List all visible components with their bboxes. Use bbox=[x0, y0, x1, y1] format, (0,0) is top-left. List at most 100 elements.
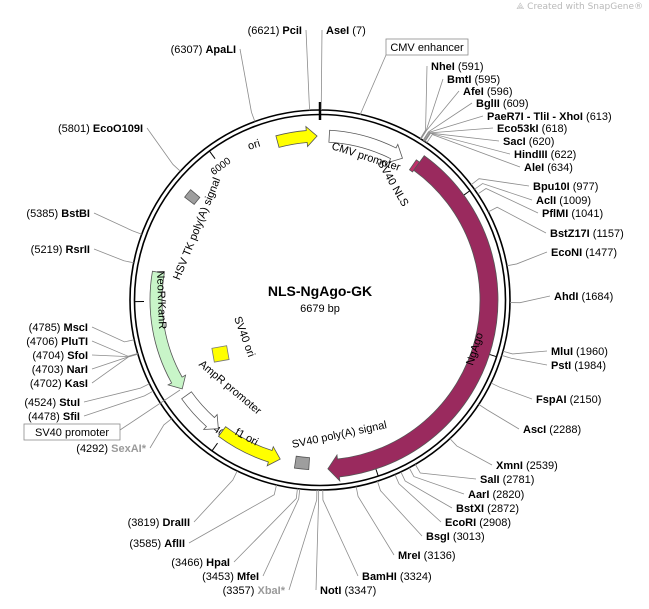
site-draiii[interactable]: (3819) DraIII bbox=[128, 471, 238, 529]
site-position: (2908) bbox=[476, 517, 511, 529]
site-mrei[interactable]: MreI (3136) bbox=[356, 487, 455, 562]
site-position: (3819) bbox=[128, 517, 163, 529]
site-label: (3453) MfeI bbox=[202, 571, 259, 583]
site-name: NarI bbox=[67, 364, 88, 376]
site-asei[interactable]: AseI (7) bbox=[321, 25, 365, 110]
site-leader bbox=[395, 475, 441, 522]
site-leader bbox=[84, 391, 153, 416]
site-name: PflMI bbox=[542, 208, 568, 220]
tick-6000 bbox=[210, 151, 215, 158]
site-label: (5219) RsrII bbox=[31, 244, 90, 256]
site-fspai[interactable]: FspAI (2150) bbox=[491, 383, 601, 406]
site-position: (6621) bbox=[248, 25, 283, 37]
site-position: (4785) bbox=[29, 322, 64, 334]
tick-4000 bbox=[212, 443, 217, 450]
site-name: FspAI bbox=[536, 394, 567, 406]
site-bamhi[interactable]: BamHI (3324) bbox=[323, 490, 432, 583]
site-label: NotI (3347) bbox=[320, 585, 376, 597]
site-leader bbox=[507, 252, 547, 266]
site-name: NheI bbox=[431, 61, 455, 73]
site-leader bbox=[92, 341, 138, 356]
site-position: (2539) bbox=[523, 460, 558, 472]
site-name: XmnI bbox=[496, 460, 523, 472]
site-label: BstZ17I (1157) bbox=[550, 228, 624, 240]
site-position: (6307) bbox=[171, 44, 206, 56]
site-label: (4785) MscI bbox=[29, 322, 88, 334]
site-label: AseI (7) bbox=[326, 25, 366, 37]
site-label: PstI (1984) bbox=[551, 360, 606, 372]
site-position: (3357) bbox=[223, 585, 258, 597]
site-sfoi[interactable]: (4704) SfoI bbox=[32, 350, 137, 362]
site-label: EcoRI (2908) bbox=[445, 517, 511, 529]
site-label: (4702) KasI bbox=[30, 378, 88, 390]
site-name: XbaI* bbox=[257, 585, 285, 597]
site-rsrii[interactable]: (5219) RsrII bbox=[31, 244, 134, 263]
site-leader bbox=[321, 30, 322, 110]
site-label: (3819) DraIII bbox=[128, 517, 190, 529]
site-xmni[interactable]: XmnI (2539) bbox=[450, 439, 558, 472]
site-position: (3324) bbox=[397, 571, 432, 583]
site-leader bbox=[263, 489, 300, 576]
site-position: (5219) bbox=[31, 244, 66, 256]
site-position: (596) bbox=[484, 86, 513, 98]
site-label: BsgI (3013) bbox=[426, 531, 485, 543]
feature-hsv-tk-polya bbox=[185, 190, 200, 205]
site-label: MreI (3136) bbox=[398, 550, 455, 562]
site-hpai[interactable]: (3466) HpaI bbox=[171, 489, 297, 569]
site-name: NotI bbox=[320, 585, 341, 597]
plasmid-length: 6679 bp bbox=[300, 303, 340, 315]
site-name: BamHI bbox=[362, 571, 397, 583]
site-position: (1984) bbox=[571, 360, 606, 372]
site-name: RsrII bbox=[66, 244, 90, 256]
site-position: (4704) bbox=[32, 350, 67, 362]
feature-ori bbox=[276, 127, 317, 148]
site-label: AscI (2288) bbox=[523, 424, 581, 436]
site-name: AleI bbox=[524, 162, 544, 174]
site-position: (3585) bbox=[129, 538, 164, 550]
site-position: (1684) bbox=[578, 291, 613, 303]
site-position: (1960) bbox=[573, 346, 608, 358]
site-position: (977) bbox=[570, 181, 599, 193]
site-name: Bpu10I bbox=[533, 181, 570, 193]
site-label: (5385) BstBI bbox=[26, 208, 90, 220]
site-name: AfeI bbox=[463, 86, 484, 98]
snapgene-watermark: ⟁ Created with SnapGene® bbox=[516, 2, 643, 12]
site-asci[interactable]: AscI (2288) bbox=[479, 404, 581, 436]
site-name: MscI bbox=[64, 322, 88, 334]
site-name: EcoNI bbox=[551, 247, 582, 259]
site-saci[interactable]: SacI (620) bbox=[425, 133, 555, 148]
site-pcii[interactable]: (6621) PciI bbox=[248, 25, 310, 110]
site-leader bbox=[189, 485, 277, 543]
site-label: (4706) PluTI bbox=[26, 336, 88, 348]
site-name: PstI bbox=[551, 360, 571, 372]
site-name: PluTI bbox=[61, 336, 88, 348]
site-name: AscI bbox=[523, 424, 546, 436]
feature-label-sv40-polya: SV40 poly(A) signal bbox=[291, 419, 388, 451]
site-name: EcoRI bbox=[445, 517, 476, 529]
site-leader bbox=[420, 66, 427, 139]
site-ecoo109i[interactable]: (5801) EcoO109I bbox=[58, 123, 180, 171]
site-label: (4524) StuI bbox=[24, 397, 80, 409]
site-leader bbox=[503, 351, 547, 354]
site-leader bbox=[424, 116, 483, 141]
site-label: NheI (591) bbox=[431, 61, 484, 73]
site-bstbi[interactable]: (5385) BstBI bbox=[26, 208, 141, 234]
site-econi[interactable]: EcoNI (1477) bbox=[507, 247, 617, 266]
site-apali[interactable]: (6307) ApaLI bbox=[171, 44, 255, 122]
site-label: (4478) SfiI bbox=[28, 411, 80, 423]
site-position: (1009) bbox=[556, 195, 591, 207]
site-label: SacI (620) bbox=[503, 136, 554, 148]
site-mlui[interactable]: MluI (1960) bbox=[503, 346, 608, 358]
site-position: (5385) bbox=[26, 208, 61, 220]
site-name: StuI bbox=[59, 397, 80, 409]
site-position: (613) bbox=[583, 111, 612, 123]
site-leader bbox=[491, 383, 532, 399]
site-position: (3466) bbox=[171, 557, 206, 569]
site-position: (4706) bbox=[26, 336, 61, 348]
cmv-enhancer-leader bbox=[360, 55, 386, 115]
site-leader bbox=[409, 468, 464, 494]
site-ahdi[interactable]: AhdI (1684) bbox=[510, 291, 613, 303]
site-leader bbox=[84, 384, 149, 402]
site-leader bbox=[510, 296, 550, 303]
